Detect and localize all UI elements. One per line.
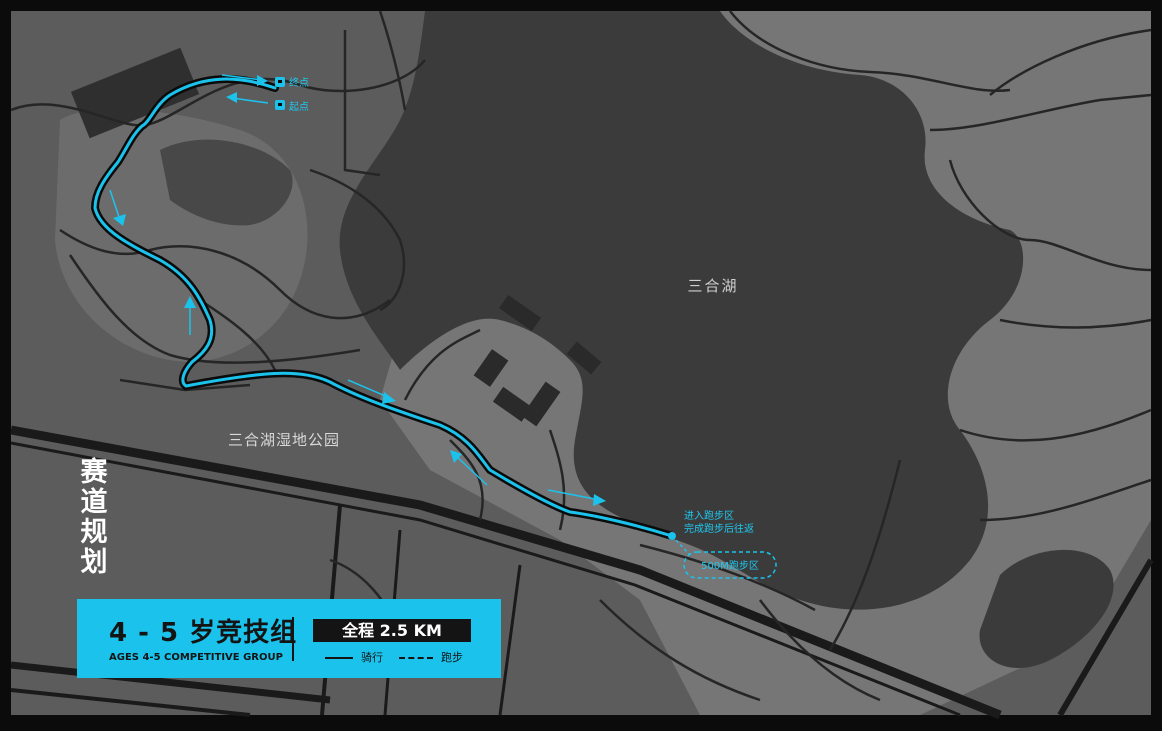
direction-arrow-icon xyxy=(221,74,263,81)
group-title: 4 - 5 岁竞技组 xyxy=(109,618,298,648)
direction-arrow-icon xyxy=(347,379,391,399)
direction-arrowheads xyxy=(113,75,606,506)
lake-label: 三合湖 xyxy=(687,277,738,295)
finish-marker: 终点 xyxy=(275,76,309,89)
lake-sanhe xyxy=(339,11,1024,610)
small-pond xyxy=(979,549,1114,669)
group-info-panel: 4 - 5 岁竞技组 AGES 4-5 COMPETITIVE GROUP 全程… xyxy=(77,599,501,678)
ride-legend-line xyxy=(325,657,353,659)
run-zone-loop xyxy=(683,551,777,579)
title-char: 规 xyxy=(80,517,108,548)
run-legend-line xyxy=(399,657,433,659)
ride-legend-label: 骑行 xyxy=(361,651,383,664)
direction-arrow-icon xyxy=(109,189,121,221)
route-legend: 骑行 跑步 xyxy=(325,649,463,665)
building xyxy=(566,341,602,375)
page-title-vertical: 赛 道 规 划 xyxy=(74,458,114,578)
run-point-icon xyxy=(668,532,676,540)
run-note-line2: 完成跑步后往返 xyxy=(684,522,754,535)
finish-label: 终点 xyxy=(289,76,309,89)
direction-arrow-icon xyxy=(454,454,488,486)
run-note-line1: 进入跑步区 xyxy=(684,509,734,522)
total-distance-badge: 全程 2.5 KM xyxy=(313,619,471,642)
park-pond xyxy=(160,139,293,226)
title-char: 道 xyxy=(80,487,108,518)
group-subtitle: AGES 4-5 COMPETITIVE GROUP xyxy=(109,652,283,663)
start-label: 起点 xyxy=(289,101,309,113)
building xyxy=(521,381,561,427)
building xyxy=(499,294,541,332)
ride-route xyxy=(93,77,674,538)
building xyxy=(492,386,532,422)
run-zone-label: 500M跑步区 xyxy=(701,559,759,572)
start-marker: 起点 xyxy=(275,100,309,113)
title-char: 赛 xyxy=(80,457,108,488)
title-char: 划 xyxy=(80,547,108,578)
run-connector xyxy=(671,535,691,556)
run-legend-label: 跑步 xyxy=(441,651,463,664)
panel-divider xyxy=(292,617,294,661)
building xyxy=(473,349,509,387)
direction-arrow-icon xyxy=(231,97,269,104)
footpaths xyxy=(10,10,1152,702)
direction-arrow-icon xyxy=(547,489,601,501)
park-label: 三合湖湿地公园 xyxy=(228,431,340,449)
